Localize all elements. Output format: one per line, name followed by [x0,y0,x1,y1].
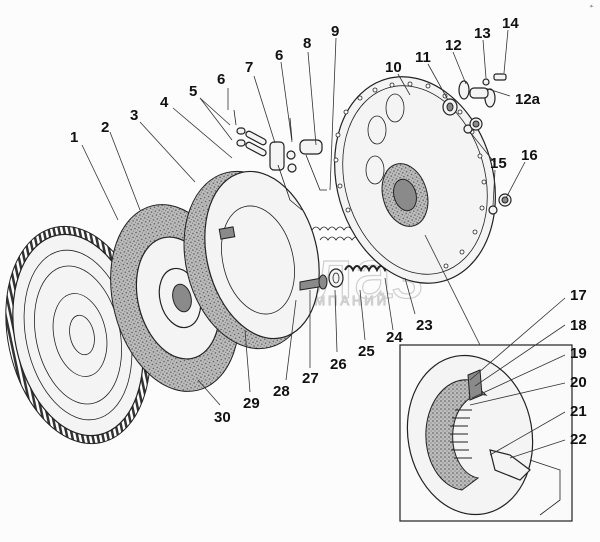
callout-17: 17 [570,287,587,304]
callout-1: 1 [70,129,78,146]
callout-22: 22 [570,431,587,448]
callout-20: 20 [570,374,587,391]
adjuster-hardware [442,73,512,215]
callout-19: 19 [570,345,587,362]
pressure-springs [299,226,402,291]
callout-29: 29 [243,395,260,412]
callout-28: 28 [273,383,290,400]
callout-8: 8 [303,35,311,52]
callout-9: 9 [331,23,339,40]
callout-4: 4 [160,94,169,111]
release-levers [233,109,327,211]
callout-15: 15 [490,155,507,172]
callout-12: 12 [445,37,462,54]
callout-5: 5 [189,83,197,100]
callout-16: 16 [521,147,538,164]
callout-27: 27 [302,370,319,387]
callout-24: 24 [386,329,403,346]
callout-11: 11 [415,49,431,66]
callout-21: 21 [570,403,587,420]
callout-25: 25 [358,343,375,360]
callout-14: 14 [502,15,519,32]
inset-splines [450,409,472,459]
detail-inset [399,344,573,522]
leader-lines [81,29,566,459]
back-plate [333,76,496,284]
callout-13: 13 [474,25,491,42]
callout-3: 3 [130,107,138,124]
callout-18: 18 [570,317,587,334]
callout-23: 23 [416,317,433,334]
callout-labels: 1 2 3 4 5 6 6 7 8 9 10 11 12 12a 13 14 1… [70,15,587,448]
callout-6a: 6 [217,71,225,88]
callout-6b: 6 [275,47,283,64]
callout-12a: 12a [515,91,541,108]
callout-7: 7 [245,59,253,76]
callout-10: 10 [385,59,402,76]
corner-mark: ≁ [588,4,594,10]
callout-26: 26 [330,356,347,373]
callout-2: 2 [101,119,109,136]
plate-holes [333,81,487,269]
callout-30: 30 [214,409,231,426]
pressure-plate [183,170,320,350]
